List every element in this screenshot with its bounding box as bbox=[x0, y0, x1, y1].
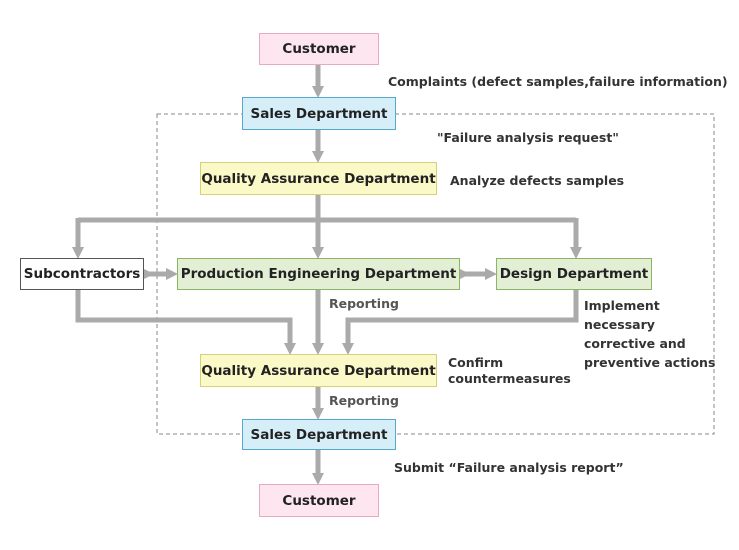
qa-department-node-top: Quality Assurance Department bbox=[200, 162, 437, 195]
implement-line-1: Implement bbox=[584, 298, 660, 313]
scope-dashed-frame bbox=[156, 113, 715, 435]
sales-department-node-bottom: Sales Department bbox=[242, 419, 396, 450]
reporting-label-2: Reporting bbox=[329, 393, 399, 408]
design-department-node: Design Department bbox=[496, 258, 652, 290]
implement-label: Implement necessary corrective and preve… bbox=[584, 296, 715, 372]
qa-department-node-bottom: Quality Assurance Department bbox=[200, 354, 437, 387]
submit-report-label: Submit “Failure analysis report” bbox=[394, 460, 624, 475]
implement-line-3: corrective and bbox=[584, 336, 686, 351]
path-design-to-qa bbox=[341, 290, 579, 356]
customer-node-bottom: Customer bbox=[259, 484, 379, 517]
failure-request-label: "Failure analysis request" bbox=[437, 130, 619, 145]
implement-line-4: preventive actions bbox=[584, 355, 716, 370]
confirm-line-2: countermeasures bbox=[448, 371, 571, 386]
complaints-label: Complaints (defect samples,failure infor… bbox=[388, 74, 728, 89]
production-engineering-node: Production Engineering Department bbox=[177, 258, 460, 290]
reporting-label-1: Reporting bbox=[329, 296, 399, 311]
customer-node-top: Customer bbox=[259, 33, 379, 65]
sales-department-node-top: Sales Department bbox=[242, 97, 396, 130]
path-subcontractors-to-qa bbox=[75, 290, 297, 356]
subcontractors-node: Subcontractors bbox=[20, 258, 144, 290]
implement-line-2: necessary bbox=[584, 317, 655, 332]
confirm-label: Confirm countermeasures bbox=[448, 355, 571, 387]
confirm-line-1: Confirm bbox=[448, 355, 504, 370]
analyze-label: Analyze defects samples bbox=[450, 173, 625, 188]
